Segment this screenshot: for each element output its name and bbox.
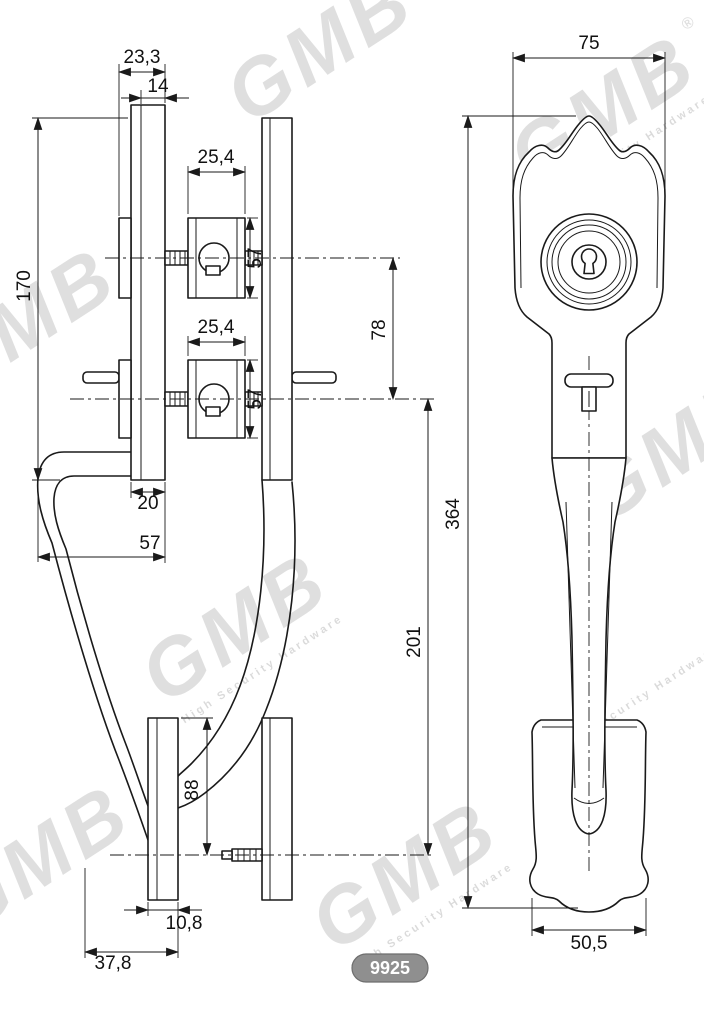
bottom-interior-plate-edge bbox=[261, 717, 293, 901]
dim-bottom-plate-height: 88 bbox=[181, 716, 213, 857]
dim-label: 57 bbox=[245, 388, 266, 409]
dim-label: 37,8 bbox=[95, 953, 132, 974]
handle-grip-facets bbox=[565, 501, 613, 804]
watermark: GMB High Security Hardware bbox=[295, 782, 516, 974]
watermark-brand: GMB bbox=[210, 0, 430, 140]
dim-bottom-width: 50,5 bbox=[530, 898, 648, 954]
bottom-post-edge bbox=[147, 717, 179, 901]
part-number-badge: 9925 bbox=[351, 953, 429, 983]
dim-handle-projection: 57 bbox=[36, 533, 167, 562]
badge-pill bbox=[351, 953, 429, 983]
dim-cylinder-width-mid: 25,4 bbox=[186, 317, 247, 356]
dim-handle-length: 201 bbox=[404, 397, 433, 857]
front-view: 75 364 50,5 bbox=[443, 33, 667, 954]
dim-label: 364 bbox=[443, 498, 464, 530]
dim-bottom-plate-thickness: 10,8 bbox=[124, 902, 202, 958]
watermark-registered-mark: ® bbox=[679, 13, 698, 34]
thumb-lever-arm-left bbox=[82, 371, 120, 384]
dim-label: 23,3 bbox=[124, 47, 161, 68]
dim-center-distance: 78 bbox=[369, 256, 398, 401]
interior-plate-edge bbox=[261, 117, 293, 481]
watermark: GMB bbox=[0, 229, 133, 415]
watermark-brand: GMB bbox=[0, 229, 133, 415]
lock-cylinder-face bbox=[540, 213, 638, 311]
watermark: GMB High Security Hardware bbox=[125, 534, 346, 726]
keyhole bbox=[580, 248, 598, 275]
part-number: 9925 bbox=[370, 958, 410, 978]
dim-label: 88 bbox=[182, 779, 203, 800]
dim-total-height: 364 bbox=[443, 114, 578, 910]
dim-label: 201 bbox=[404, 626, 425, 658]
thumb-lever-arm-right bbox=[291, 371, 337, 384]
side-view: 23,3 14 170 25,4 57 bbox=[14, 47, 435, 974]
dim-label: 57 bbox=[139, 533, 160, 554]
dim-cylinder-height-top: 57 bbox=[245, 216, 266, 300]
dim-label: 25,4 bbox=[198, 147, 235, 168]
front-plate-top-inner-contour bbox=[519, 121, 659, 289]
dim-label: 50,5 bbox=[571, 933, 608, 954]
dim-plate-height: 170 bbox=[14, 116, 128, 562]
watermark-brand: GMB bbox=[0, 766, 147, 952]
dim-label: 57 bbox=[245, 247, 266, 268]
dim-label: 78 bbox=[369, 319, 390, 340]
dim-label: 75 bbox=[578, 33, 599, 54]
dim-cylinder-width-top: 25,4 bbox=[186, 147, 247, 214]
watermark: GMB bbox=[210, 0, 430, 140]
exterior-plate-edge bbox=[118, 104, 166, 481]
dim-label: 25,4 bbox=[198, 317, 235, 338]
dim-label: 170 bbox=[14, 270, 35, 302]
dim-label: 14 bbox=[147, 76, 169, 97]
dim-plate-thickness: 14 bbox=[121, 76, 189, 104]
dim-label: 10,8 bbox=[166, 913, 203, 934]
thumb-piece bbox=[564, 373, 614, 412]
dim-cylinder-height-mid: 57 bbox=[245, 358, 266, 440]
dim-bottom-projection: 37,8 bbox=[83, 868, 180, 974]
dim-plate-width: 75 bbox=[511, 33, 667, 188]
dim-plate-bottom-width: 20 bbox=[129, 482, 167, 563]
dim-label: 20 bbox=[137, 493, 158, 514]
watermark: GMB bbox=[0, 766, 147, 952]
